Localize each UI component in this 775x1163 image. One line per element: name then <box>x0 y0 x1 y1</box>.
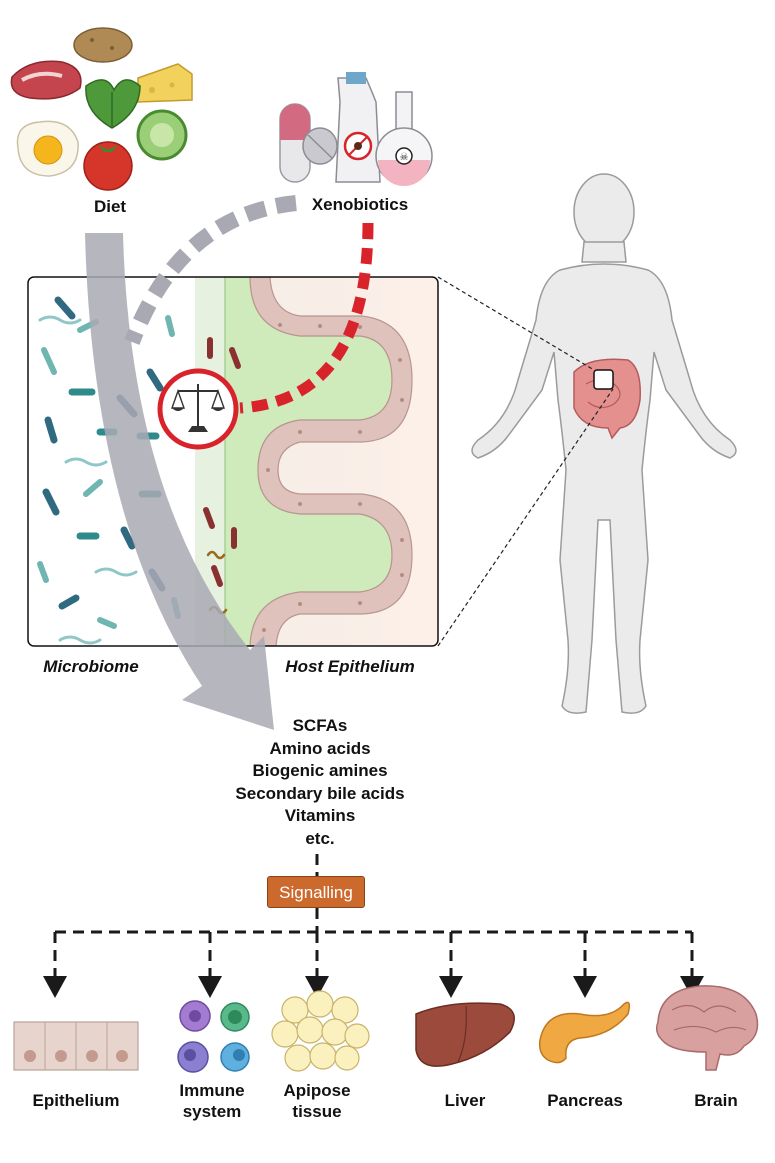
diet-label: Diet <box>93 197 127 216</box>
microbiome-label: Microbiome <box>43 657 139 676</box>
svg-text:☠: ☠ <box>400 152 409 163</box>
metabolite-item: Vitamins <box>284 806 356 825</box>
cucumber-icon <box>136 109 188 161</box>
target-label-pancreas: Pancreas <box>547 1091 623 1110</box>
potato-icon <box>73 27 133 63</box>
epithelium-cells-icon <box>13 1021 139 1071</box>
pesticide-spray-icon <box>335 72 381 183</box>
pancreas-icon <box>538 1001 631 1064</box>
tablet-icon <box>302 127 338 165</box>
metabolite-item: Amino acids <box>269 738 371 758</box>
cheese-icon <box>137 63 193 103</box>
diet-arrow <box>85 233 274 730</box>
brain-icon <box>655 985 759 1071</box>
signalling-arrowheads <box>43 976 704 998</box>
steak-icon <box>10 60 82 100</box>
target-label-liver: Liver <box>444 1091 486 1110</box>
xenobiotic-icon-group: ☠ <box>279 72 433 186</box>
metabolite-item: etc. <box>305 828 335 848</box>
target-label-adipose-tissue: Apipose tissue <box>283 1081 351 1121</box>
fried-egg-icon <box>16 120 79 177</box>
signalling-box: Signalling <box>267 876 365 908</box>
adipose-tissue-icon <box>271 990 370 1072</box>
epithelial-nuclei <box>262 323 404 632</box>
immune-cells-icon <box>177 1000 250 1073</box>
host-epithelium-label: Host Epithelium <box>285 657 415 676</box>
zoom-line-bottom <box>437 388 614 647</box>
zoom-marker-box <box>593 369 614 390</box>
tomato-icon <box>83 141 133 191</box>
target-label-epithelium: Epithelium <box>32 1091 120 1110</box>
metabolite-item: Secondary bile acids <box>235 783 405 803</box>
poison-flask-icon: ☠ <box>375 91 433 186</box>
target-label-immune-system: Immune system <box>179 1081 245 1121</box>
spinach-icon <box>85 79 141 129</box>
balance-scale-icon <box>157 368 239 450</box>
human-body-figure <box>471 173 737 714</box>
target-label-brain: Brain <box>694 1091 738 1110</box>
liver-icon <box>415 1002 515 1067</box>
metabolite-list: SCFAs Amino acids Biogenic amines Second… <box>200 715 440 850</box>
diet-icon-group <box>10 27 193 191</box>
gut-panel <box>28 277 438 646</box>
xenobiotics-label: Xenobiotics <box>311 195 409 214</box>
xenobiotic-red-dashed-arrow <box>239 222 374 414</box>
signalling-connectors <box>53 854 694 978</box>
xenobiotic-grey-dashed-arc <box>124 195 297 345</box>
metabolite-item: SCFAs <box>292 716 348 735</box>
zoom-line-top <box>437 276 595 371</box>
metabolite-item: Biogenic amines <box>252 761 388 780</box>
